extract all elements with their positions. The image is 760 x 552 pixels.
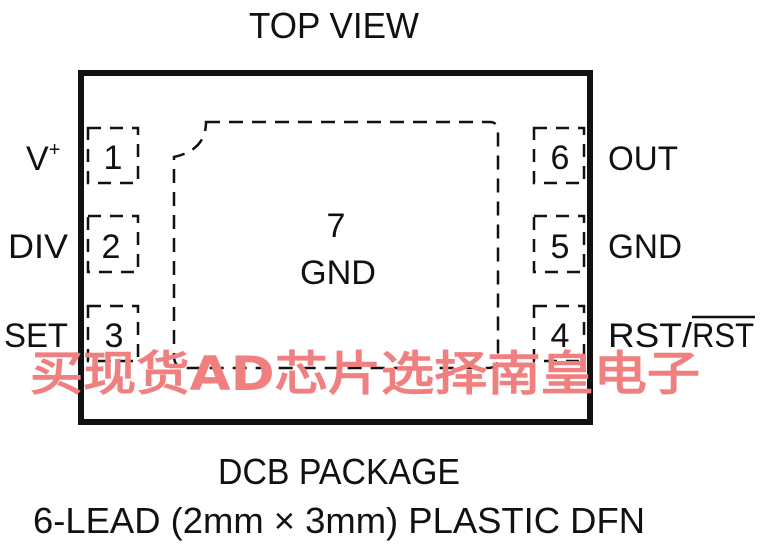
pin-pad-3 bbox=[86, 304, 140, 363]
pin-pad-1 bbox=[86, 126, 140, 185]
pin-name-5: GND bbox=[608, 228, 682, 266]
pin-number-1: 1 bbox=[104, 139, 123, 177]
exposed-pad-outline bbox=[172, 120, 500, 370]
pin-pad-6 bbox=[532, 126, 586, 185]
exposed-pad-number: 7 bbox=[327, 207, 346, 245]
pin-number-2: 2 bbox=[102, 228, 121, 266]
package-description: 6-LEAD (2mm × 3mm) PLASTIC DFN bbox=[33, 500, 645, 541]
pin-name-2: DIV bbox=[8, 228, 68, 266]
pin-name-3: SET bbox=[4, 317, 68, 355]
pin-name-4: RST/ bbox=[608, 317, 693, 355]
package-outline bbox=[78, 70, 593, 425]
package-name: DCB PACKAGE bbox=[218, 451, 460, 492]
pin-number-5: 5 bbox=[551, 228, 570, 266]
watermark-text: 买现货AD芯片选择南皇电子 bbox=[30, 347, 700, 402]
pin-pad-5 bbox=[532, 214, 586, 274]
pin-pad-2 bbox=[86, 214, 140, 274]
pin-pad-4 bbox=[532, 304, 586, 363]
pin-name-1: V+ bbox=[26, 139, 60, 178]
pin-number-6: 6 bbox=[551, 139, 570, 177]
diagram-title: TOP VIEW bbox=[249, 5, 419, 46]
pin-name-4-overbar-text: RST bbox=[692, 317, 754, 355]
pin-name-6: OUT bbox=[608, 140, 678, 178]
pin-number-4: 4 bbox=[551, 317, 570, 355]
pin-number-3: 3 bbox=[105, 317, 124, 355]
exposed-pad-name: GND bbox=[300, 254, 376, 292]
